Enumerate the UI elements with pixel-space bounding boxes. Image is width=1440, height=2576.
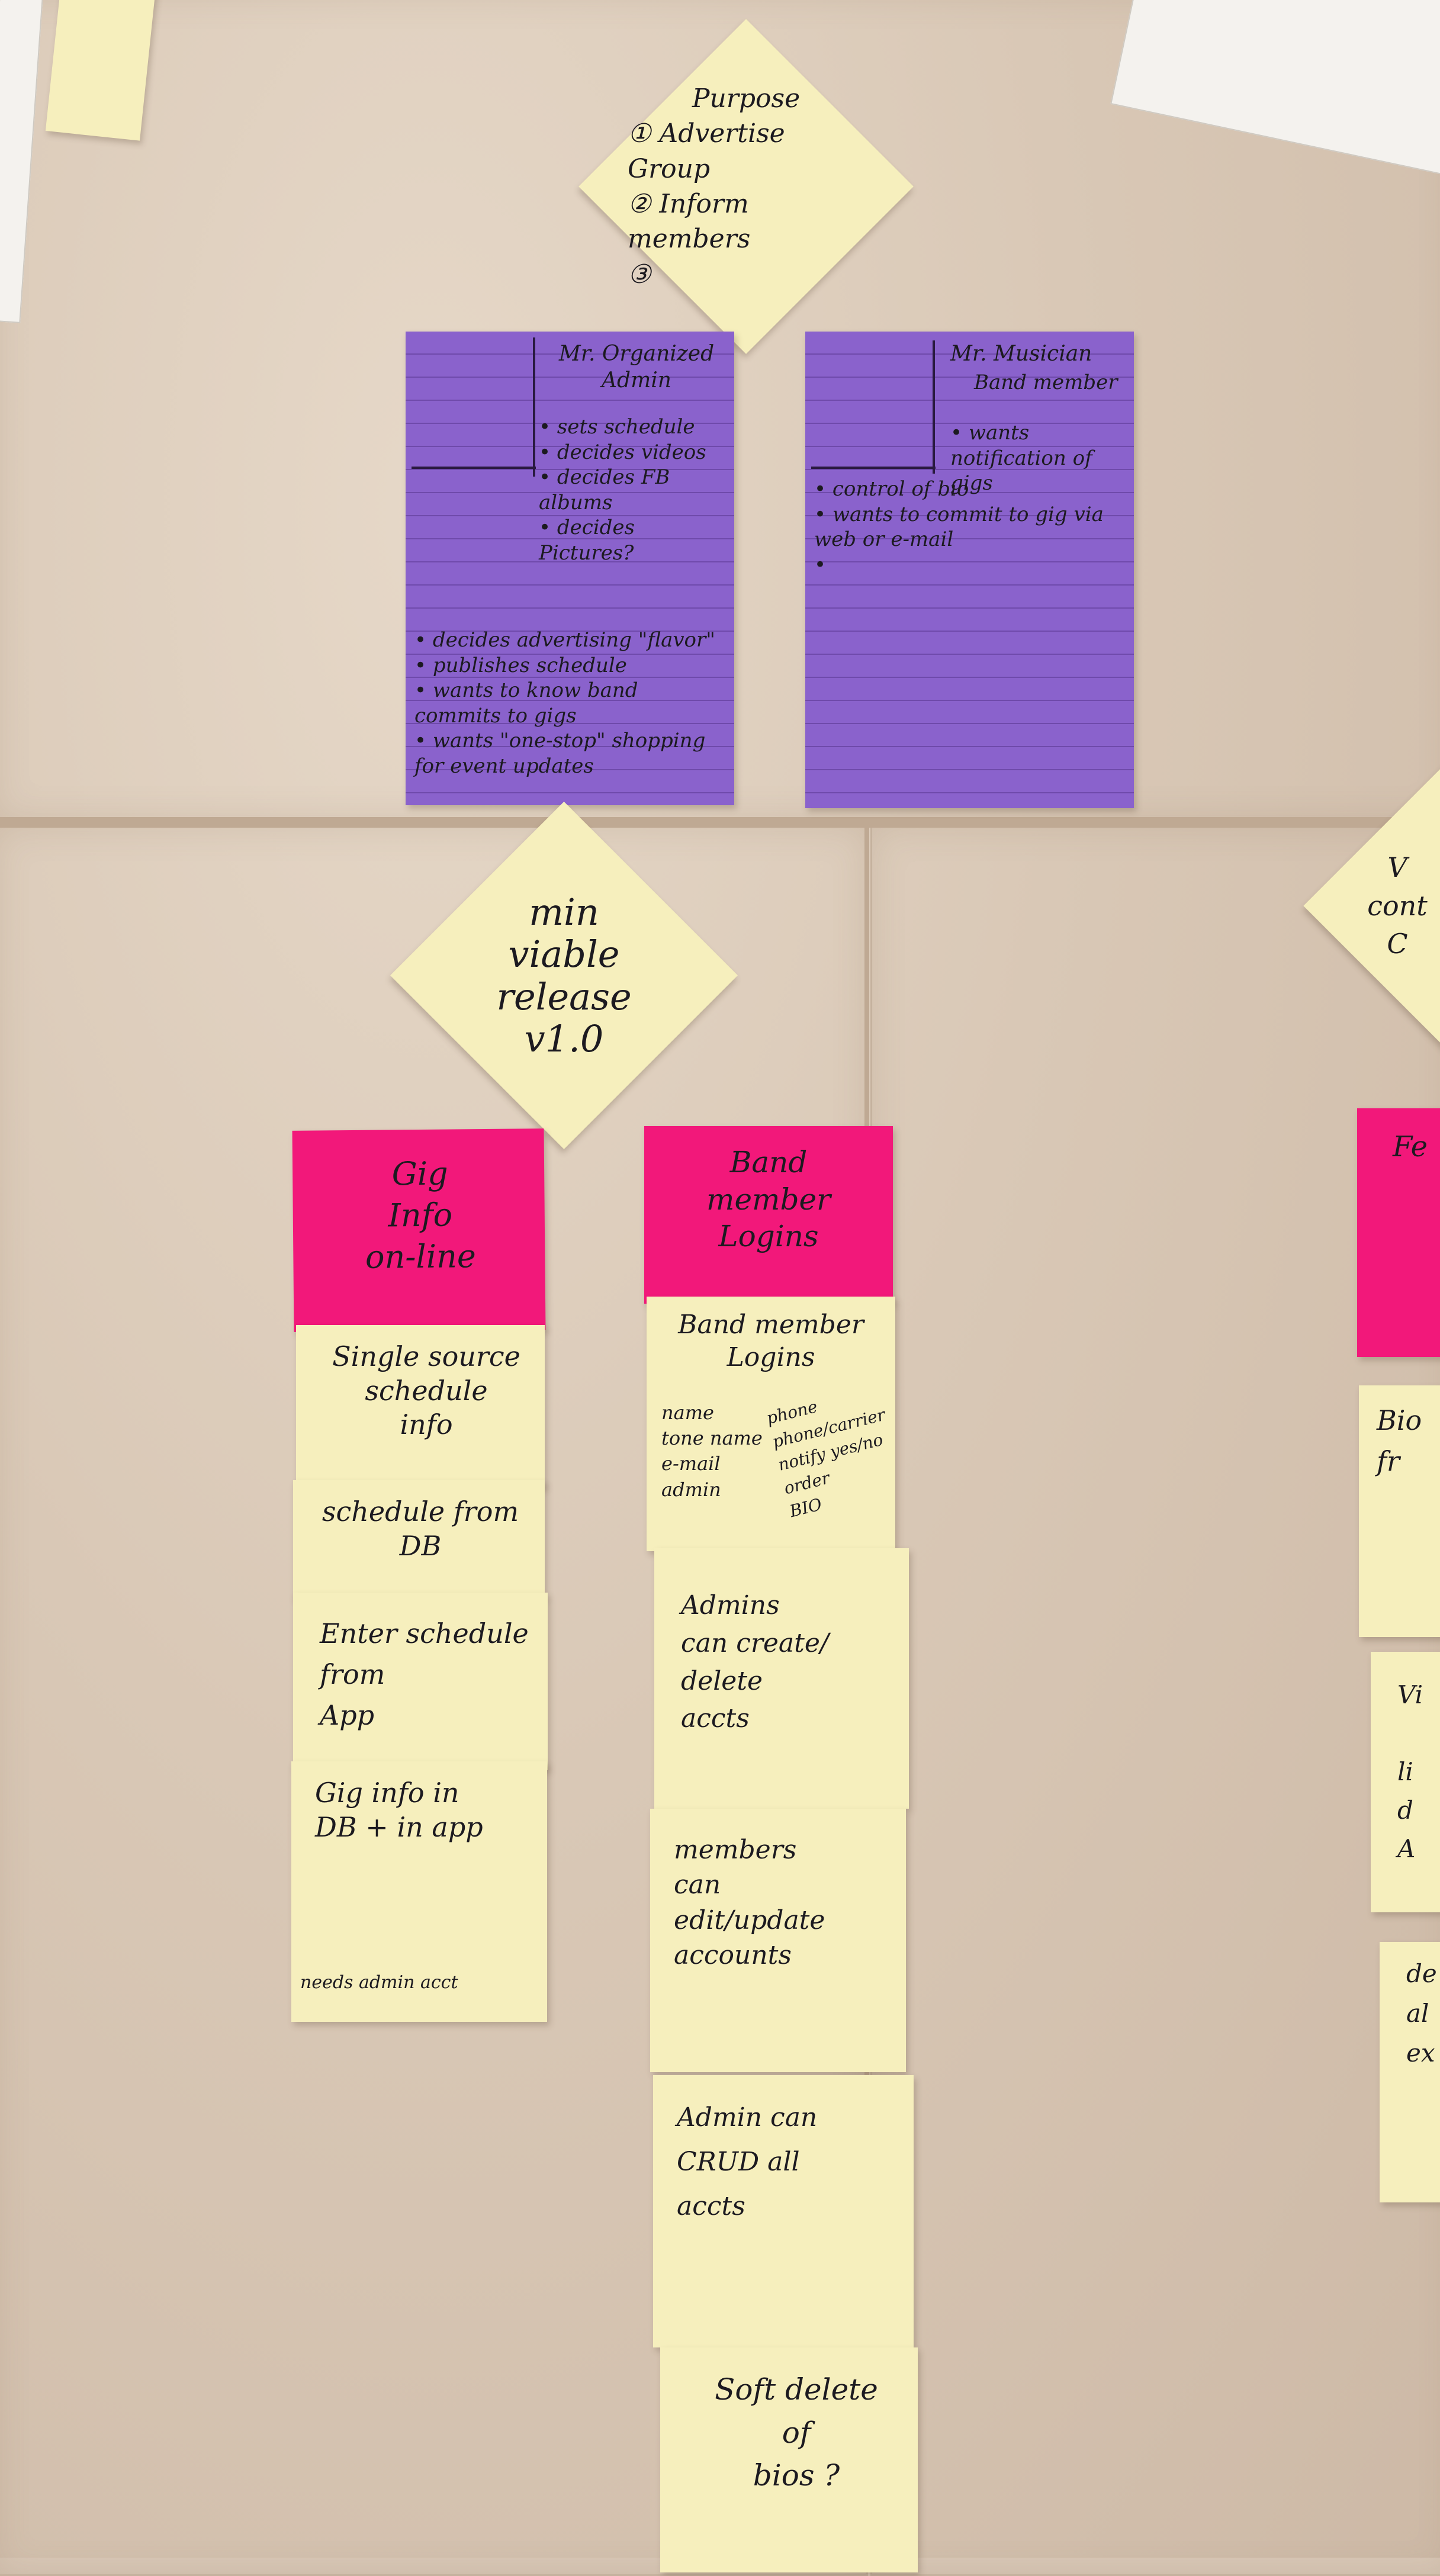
column3-card-2-text: Vi li d A [1397, 1680, 1423, 1864]
purpose-line-1: ① Advertise Group [628, 118, 785, 184]
column2-header-note: Band member Logins [644, 1126, 893, 1304]
column3-card-1-text: Bio fr [1377, 1404, 1422, 1477]
column2-card-4-text: Soft delete of bios ? [715, 2372, 878, 2493]
column3-card-3: de al ex [1380, 1942, 1440, 2202]
persona-photo-box-horizontal [412, 467, 536, 469]
column2-card-1-text: Admins can create/ delete accts [681, 1590, 829, 1734]
column2-card-2-text: members can edit/update accounts [674, 1835, 825, 1971]
persona-admin-name: Mr. Organized Admin [558, 342, 715, 393]
column1-card-3: Enter schedule from App [293, 1593, 548, 1770]
column3-header-text: Fe [1393, 1130, 1428, 1163]
login-card-fields-left: name tone name e-mail admin [661, 1401, 763, 1501]
persona-musician-bullets-side: • wants notification of gigs [950, 421, 1092, 495]
purpose-line-3: ③ [628, 259, 651, 290]
column1-card-3-text: Enter schedule from App [320, 1617, 529, 1731]
column2-card-3: Admin can CRUD all accts [653, 2075, 914, 2347]
purpose-title: Purpose [692, 83, 801, 114]
persona-musician-bullets-bottom: • control of bio • wants to commit to gi… [814, 477, 1104, 577]
column2-card-1: Admins can create/ delete accts [654, 1548, 909, 1809]
persona-admin-bullets-top: • sets schedule • decides videos • decid… [539, 415, 706, 565]
column2-card-2: members can edit/update accounts [650, 1809, 906, 2072]
persona-photo-box-vertical [533, 337, 535, 477]
persona-admin-bullets-bottom: • decides advertising "flavor" • publish… [414, 628, 715, 778]
column1-header-text: Gig Info on-line [365, 1154, 477, 1276]
persona-musician-name: Mr. Musician [950, 342, 1092, 366]
right-diamond-text: V cont C [1367, 851, 1428, 960]
release-sticky-note: min viable release v1.0 [390, 802, 738, 1149]
column3-card-2: Vi li d A [1371, 1652, 1440, 1912]
column2-card-4: Soft delete of bios ? [660, 2347, 918, 2572]
column3-header-note: Fe [1357, 1108, 1440, 1357]
release-note-text: min viable release v1.0 [496, 890, 632, 1060]
column2-header-text: Band member Logins [706, 1145, 831, 1253]
column1-card-4-footnote: needs admin acct [300, 1972, 458, 1993]
purpose-sticky-note: Purpose ① Advertise Group ② Inform membe… [578, 19, 914, 354]
persona-card-musician: Mr. Musician Band member • wants notific… [805, 332, 1134, 808]
column1-card-4: Gig info in DB + in app needs admin acct [291, 1761, 547, 2022]
persona-photo-box-horizontal [811, 467, 936, 469]
column3-card-1: Bio fr [1359, 1385, 1440, 1637]
column1-card-1-text: Single source schedule info [332, 1340, 520, 1440]
purpose-line-2: ② Inform members [628, 189, 751, 255]
column1-card-2-text: schedule from DB [322, 1496, 519, 1562]
column1-card-1: Single source schedule info [296, 1325, 545, 1488]
persona-photo-box-vertical [933, 340, 935, 474]
column1-card-4-text: Gig info in DB + in app [315, 1777, 483, 1843]
panel-seam-horizontal [0, 817, 1440, 828]
login-card-fields-right: phone phone/carrier notify yes/no order … [764, 1396, 888, 1522]
login-card-title: Band member Logins [678, 1310, 864, 1372]
column1-card-2: schedule from DB [293, 1480, 545, 1599]
persona-card-admin: Mr. Organized Admin • sets schedule • de… [406, 332, 734, 805]
sticky-note-edge-top-left [45, 0, 156, 141]
column1-header-note: Gig Info on-line [292, 1128, 546, 1332]
wall-panel-bottom-right [870, 826, 1440, 2576]
column2-card-3-text: Admin can CRUD all accts [677, 2102, 818, 2221]
column3-card-3-text: de al ex [1406, 1959, 1437, 2068]
column2-login-card: Band member Logins name tone name e-mail… [647, 1297, 895, 1551]
persona-musician-role: Band member [974, 371, 1118, 394]
